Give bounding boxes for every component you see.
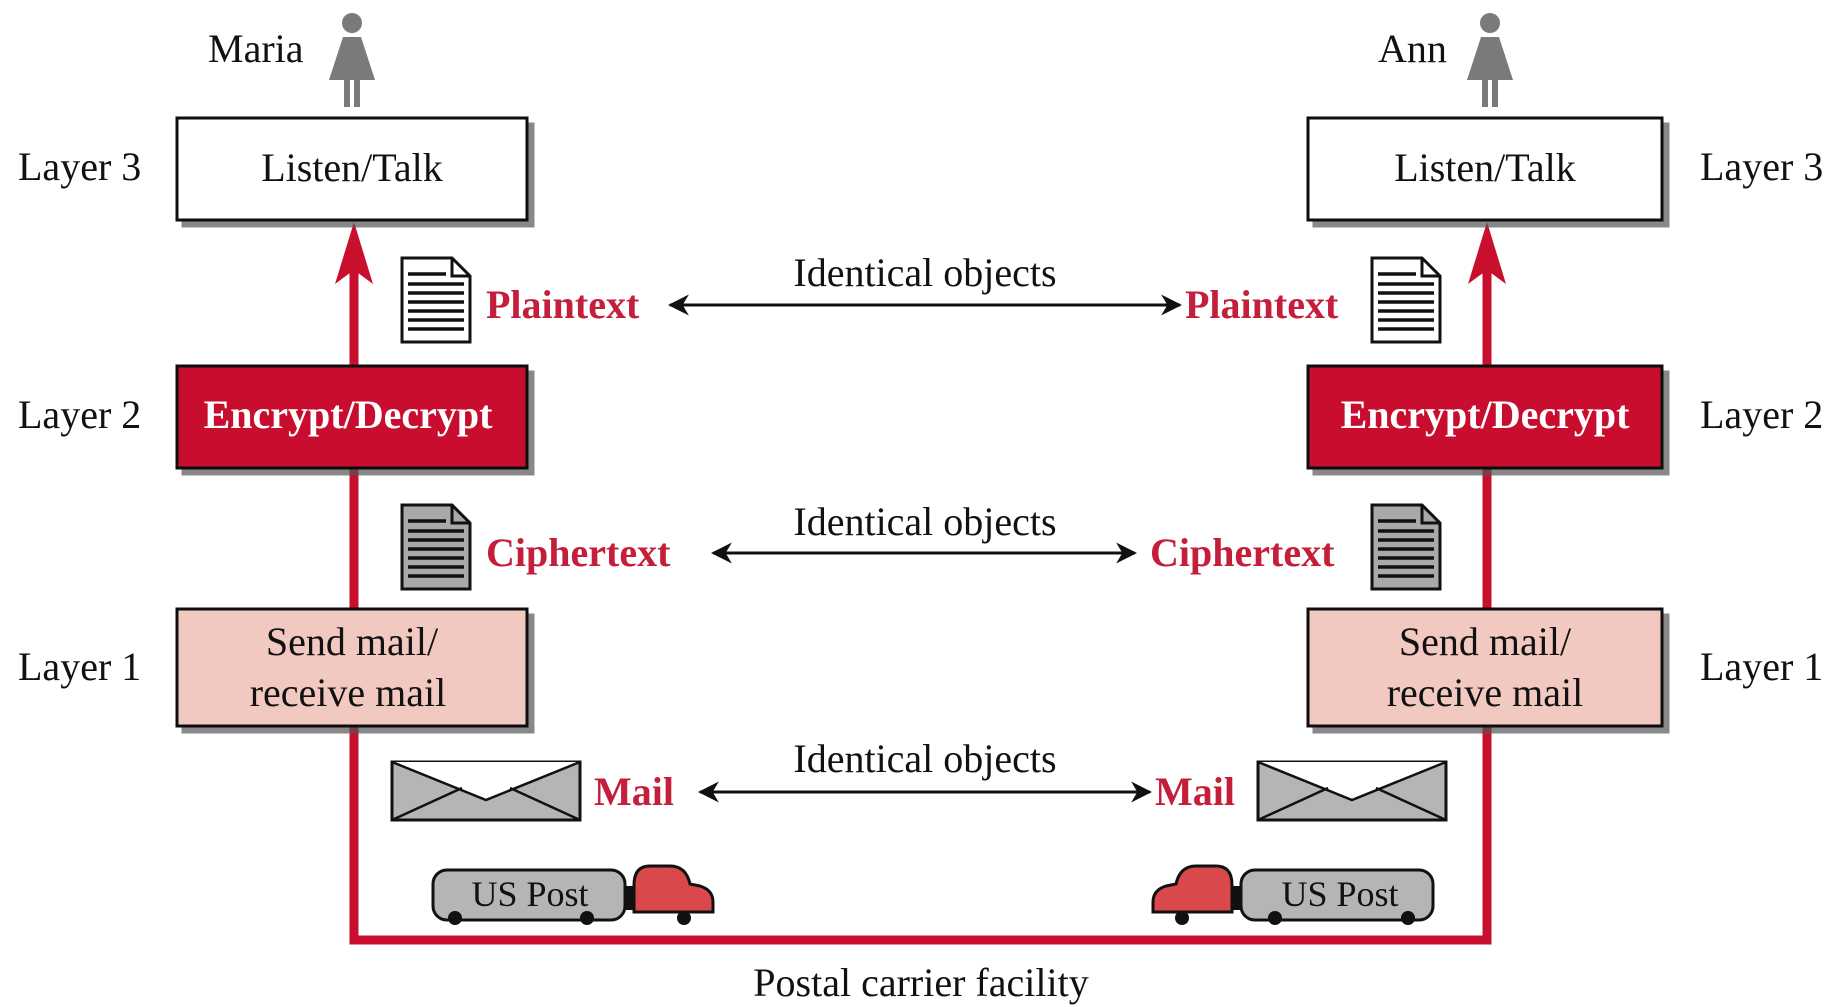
mail-row: Mail Identical objects Mail <box>390 736 1448 822</box>
mail-label-left: Mail <box>594 769 674 814</box>
truck-label: US Post <box>471 874 588 914</box>
person-icon <box>1467 13 1513 107</box>
truck-icon-right: US Post <box>1151 864 1435 925</box>
ciphertext-document-icon <box>400 503 472 591</box>
right-up-arrowhead <box>1468 222 1506 284</box>
send-mail-text: Send mail/ <box>1399 619 1572 664</box>
mail-label-right: Mail <box>1155 769 1235 814</box>
layer3-label-right: Layer 3 <box>1700 144 1823 189</box>
postal-carrier-label: Postal carrier facility <box>753 960 1088 1005</box>
person-name-maria: Maria <box>208 26 304 71</box>
encrypt-decrypt-box-right: Encrypt/Decrypt <box>1306 364 1664 470</box>
truck-label: US Post <box>1281 874 1398 914</box>
layer1-label-left: Layer 1 <box>18 644 141 689</box>
envelope-icon <box>1256 760 1448 822</box>
ciphertext-label-right: Ciphertext <box>1150 530 1335 575</box>
send-receive-box-left: Send mail/ receive mail <box>175 607 529 728</box>
send-mail-text: Send mail/ <box>266 619 439 664</box>
layer3-label-left: Layer 3 <box>18 144 141 189</box>
ciphertext-document-icon <box>1370 503 1442 591</box>
ciphertext-label-left: Ciphertext <box>486 530 671 575</box>
plaintext-label-left: Plaintext <box>486 282 640 327</box>
identical-objects-label: Identical objects <box>793 250 1056 295</box>
encrypt-decrypt-text: Encrypt/Decrypt <box>204 392 494 437</box>
send-receive-box-right: Send mail/ receive mail <box>1306 607 1664 728</box>
identical-objects-label: Identical objects <box>793 736 1056 781</box>
plaintext-document-icon <box>400 256 472 344</box>
listen-talk-box-right: Listen/Talk <box>1306 116 1664 222</box>
identical-objects-label: Identical objects <box>793 499 1056 544</box>
plaintext-label-right: Plaintext <box>1185 282 1339 327</box>
envelope-icon <box>390 760 582 822</box>
person-icon <box>329 13 375 107</box>
layer1-label-right: Layer 1 <box>1700 644 1823 689</box>
layer2-label-right: Layer 2 <box>1700 392 1823 437</box>
person-name-ann: Ann <box>1378 26 1447 71</box>
listen-talk-box-left: Listen/Talk <box>175 116 529 222</box>
encrypt-decrypt-box-left: Encrypt/Decrypt <box>175 364 529 470</box>
encrypt-decrypt-text: Encrypt/Decrypt <box>1341 392 1631 437</box>
plaintext-document-icon <box>1370 256 1442 344</box>
layer2-label-left: Layer 2 <box>18 392 141 437</box>
ann-person: Ann <box>1378 13 1513 107</box>
receive-mail-text: receive mail <box>1387 670 1584 715</box>
listen-talk-text: Listen/Talk <box>1394 145 1576 190</box>
listen-talk-text: Listen/Talk <box>261 145 443 190</box>
ciphertext-row: Ciphertext Identical objects Ciphertext <box>400 499 1442 591</box>
truck-icon-left: US Post <box>431 864 715 925</box>
left-up-arrowhead <box>335 222 373 284</box>
maria-person: Maria <box>208 13 375 107</box>
plaintext-row: Plaintext Identical objects Plaintext <box>400 250 1442 344</box>
receive-mail-text: receive mail <box>250 670 447 715</box>
carrier-pathway <box>335 222 1506 945</box>
